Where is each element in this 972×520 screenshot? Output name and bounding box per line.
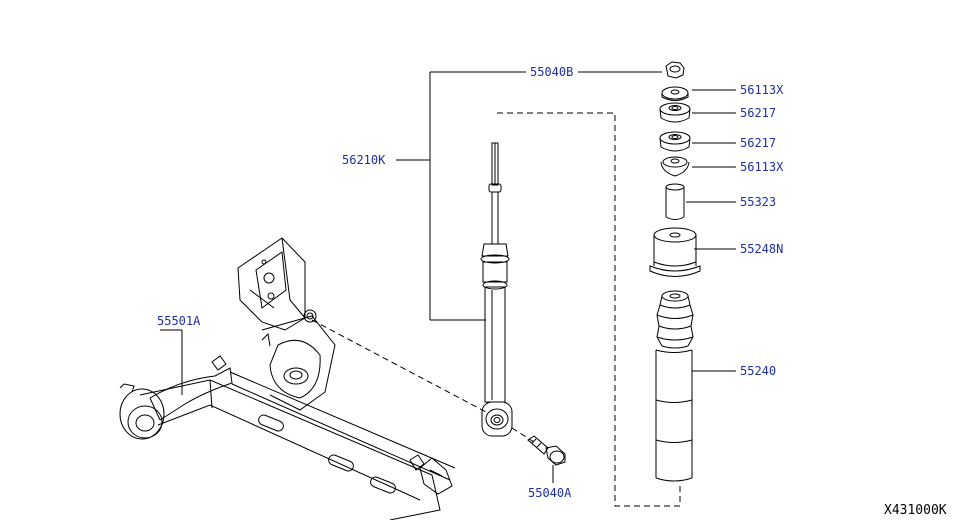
washer-56113X-bottom [660, 156, 690, 177]
assembly-dashed-lines [311, 112, 681, 507]
label-55240[interactable]: 55240 [740, 364, 777, 378]
shock-absorber [480, 142, 513, 437]
label-56210K[interactable]: 56210K [342, 153, 386, 167]
bolt-55040A [527, 435, 566, 466]
label-55040A[interactable]: 55040A [528, 486, 572, 500]
label-55248N[interactable]: 55248N [740, 242, 784, 256]
leader-lines [160, 71, 736, 483]
nut-55040B [665, 61, 685, 79]
label-55323[interactable]: 55323 [740, 195, 777, 209]
label-56217-bottom[interactable]: 56217 [740, 136, 777, 150]
bushing-56217-bottom [659, 131, 691, 152]
bushing-56217-top [659, 102, 691, 123]
label-56113X-top[interactable]: 56113X [740, 83, 784, 97]
insulator-55248N [649, 227, 701, 277]
label-56113X-bottom[interactable]: 56113X [740, 160, 784, 174]
label-56217-top[interactable]: 56217 [740, 106, 777, 120]
bump-stop-55240 [655, 290, 694, 482]
label-55501A[interactable]: 55501A [157, 314, 201, 328]
diagram-reference-code: X431000K [884, 503, 947, 518]
axle-beam-55501A [119, 237, 456, 520]
label-55040B[interactable]: 55040B [530, 65, 574, 79]
sleeve-55323 [665, 183, 685, 220]
washer-56113X-top [661, 86, 689, 101]
